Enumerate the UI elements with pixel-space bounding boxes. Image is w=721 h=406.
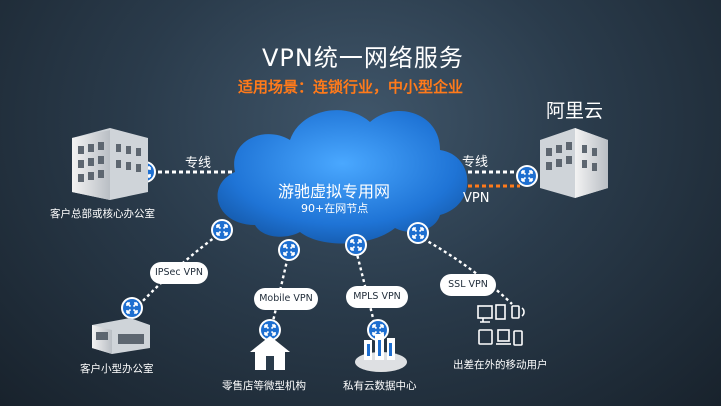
aliyun-label: 阿里云	[546, 100, 604, 122]
datacenter-icon	[355, 334, 407, 372]
hq-building-icon	[72, 128, 148, 200]
hq-link-label: 专线	[185, 156, 212, 171]
house-icon	[250, 336, 290, 370]
aliyun-router-icon	[515, 164, 539, 188]
ssl-bubble: SSL VPN	[440, 274, 496, 296]
aliyun-link-bottom-label: VPN	[463, 191, 490, 206]
page-subtitle: 适用场景：连锁行业，中小型企业	[238, 78, 464, 96]
mpls-bubble: MPLS VPN	[346, 286, 408, 308]
site-links	[137, 231, 513, 331]
small-office-router-icon	[120, 296, 144, 320]
small-office-site-label: 客户小型办公室	[80, 363, 154, 375]
mobile-bubble: Mobile VPN	[254, 288, 318, 310]
mpls-label: MPLS VPN	[353, 291, 401, 302]
cloud-sub: 90+在网节点	[301, 202, 369, 215]
small-office-icon	[92, 318, 150, 354]
mobile-router-icon	[277, 238, 301, 262]
mobile-label: Mobile VPN	[259, 293, 313, 304]
cloud-name: 游驰虚拟专用网	[278, 182, 391, 201]
hq-site-label: 客户总部或核心办公室	[50, 208, 155, 220]
aliyun-building-icon	[540, 128, 608, 198]
aliyun-links	[440, 170, 520, 188]
mpls-router-icon	[344, 233, 368, 257]
mobile-devices-icon	[477, 304, 525, 346]
vpn-cloud	[217, 110, 468, 244]
retail-site-label: 零售店等微型机构	[222, 380, 306, 392]
ipsec-router-icon	[210, 218, 234, 242]
ssl-router-icon	[406, 221, 430, 245]
mobile-users-site-label: 出差在外的移动用户	[453, 359, 548, 371]
ipsec-bubble: IPSec VPN	[150, 262, 208, 284]
aliyun-link-top-label: 专线	[462, 155, 489, 170]
private-dc-site-label: 私有云数据中心	[343, 380, 417, 392]
ssl-label: SSL VPN	[448, 279, 488, 290]
ipsec-label: IPSec VPN	[155, 267, 203, 278]
page-title: VPN统一网络服务	[262, 44, 464, 72]
